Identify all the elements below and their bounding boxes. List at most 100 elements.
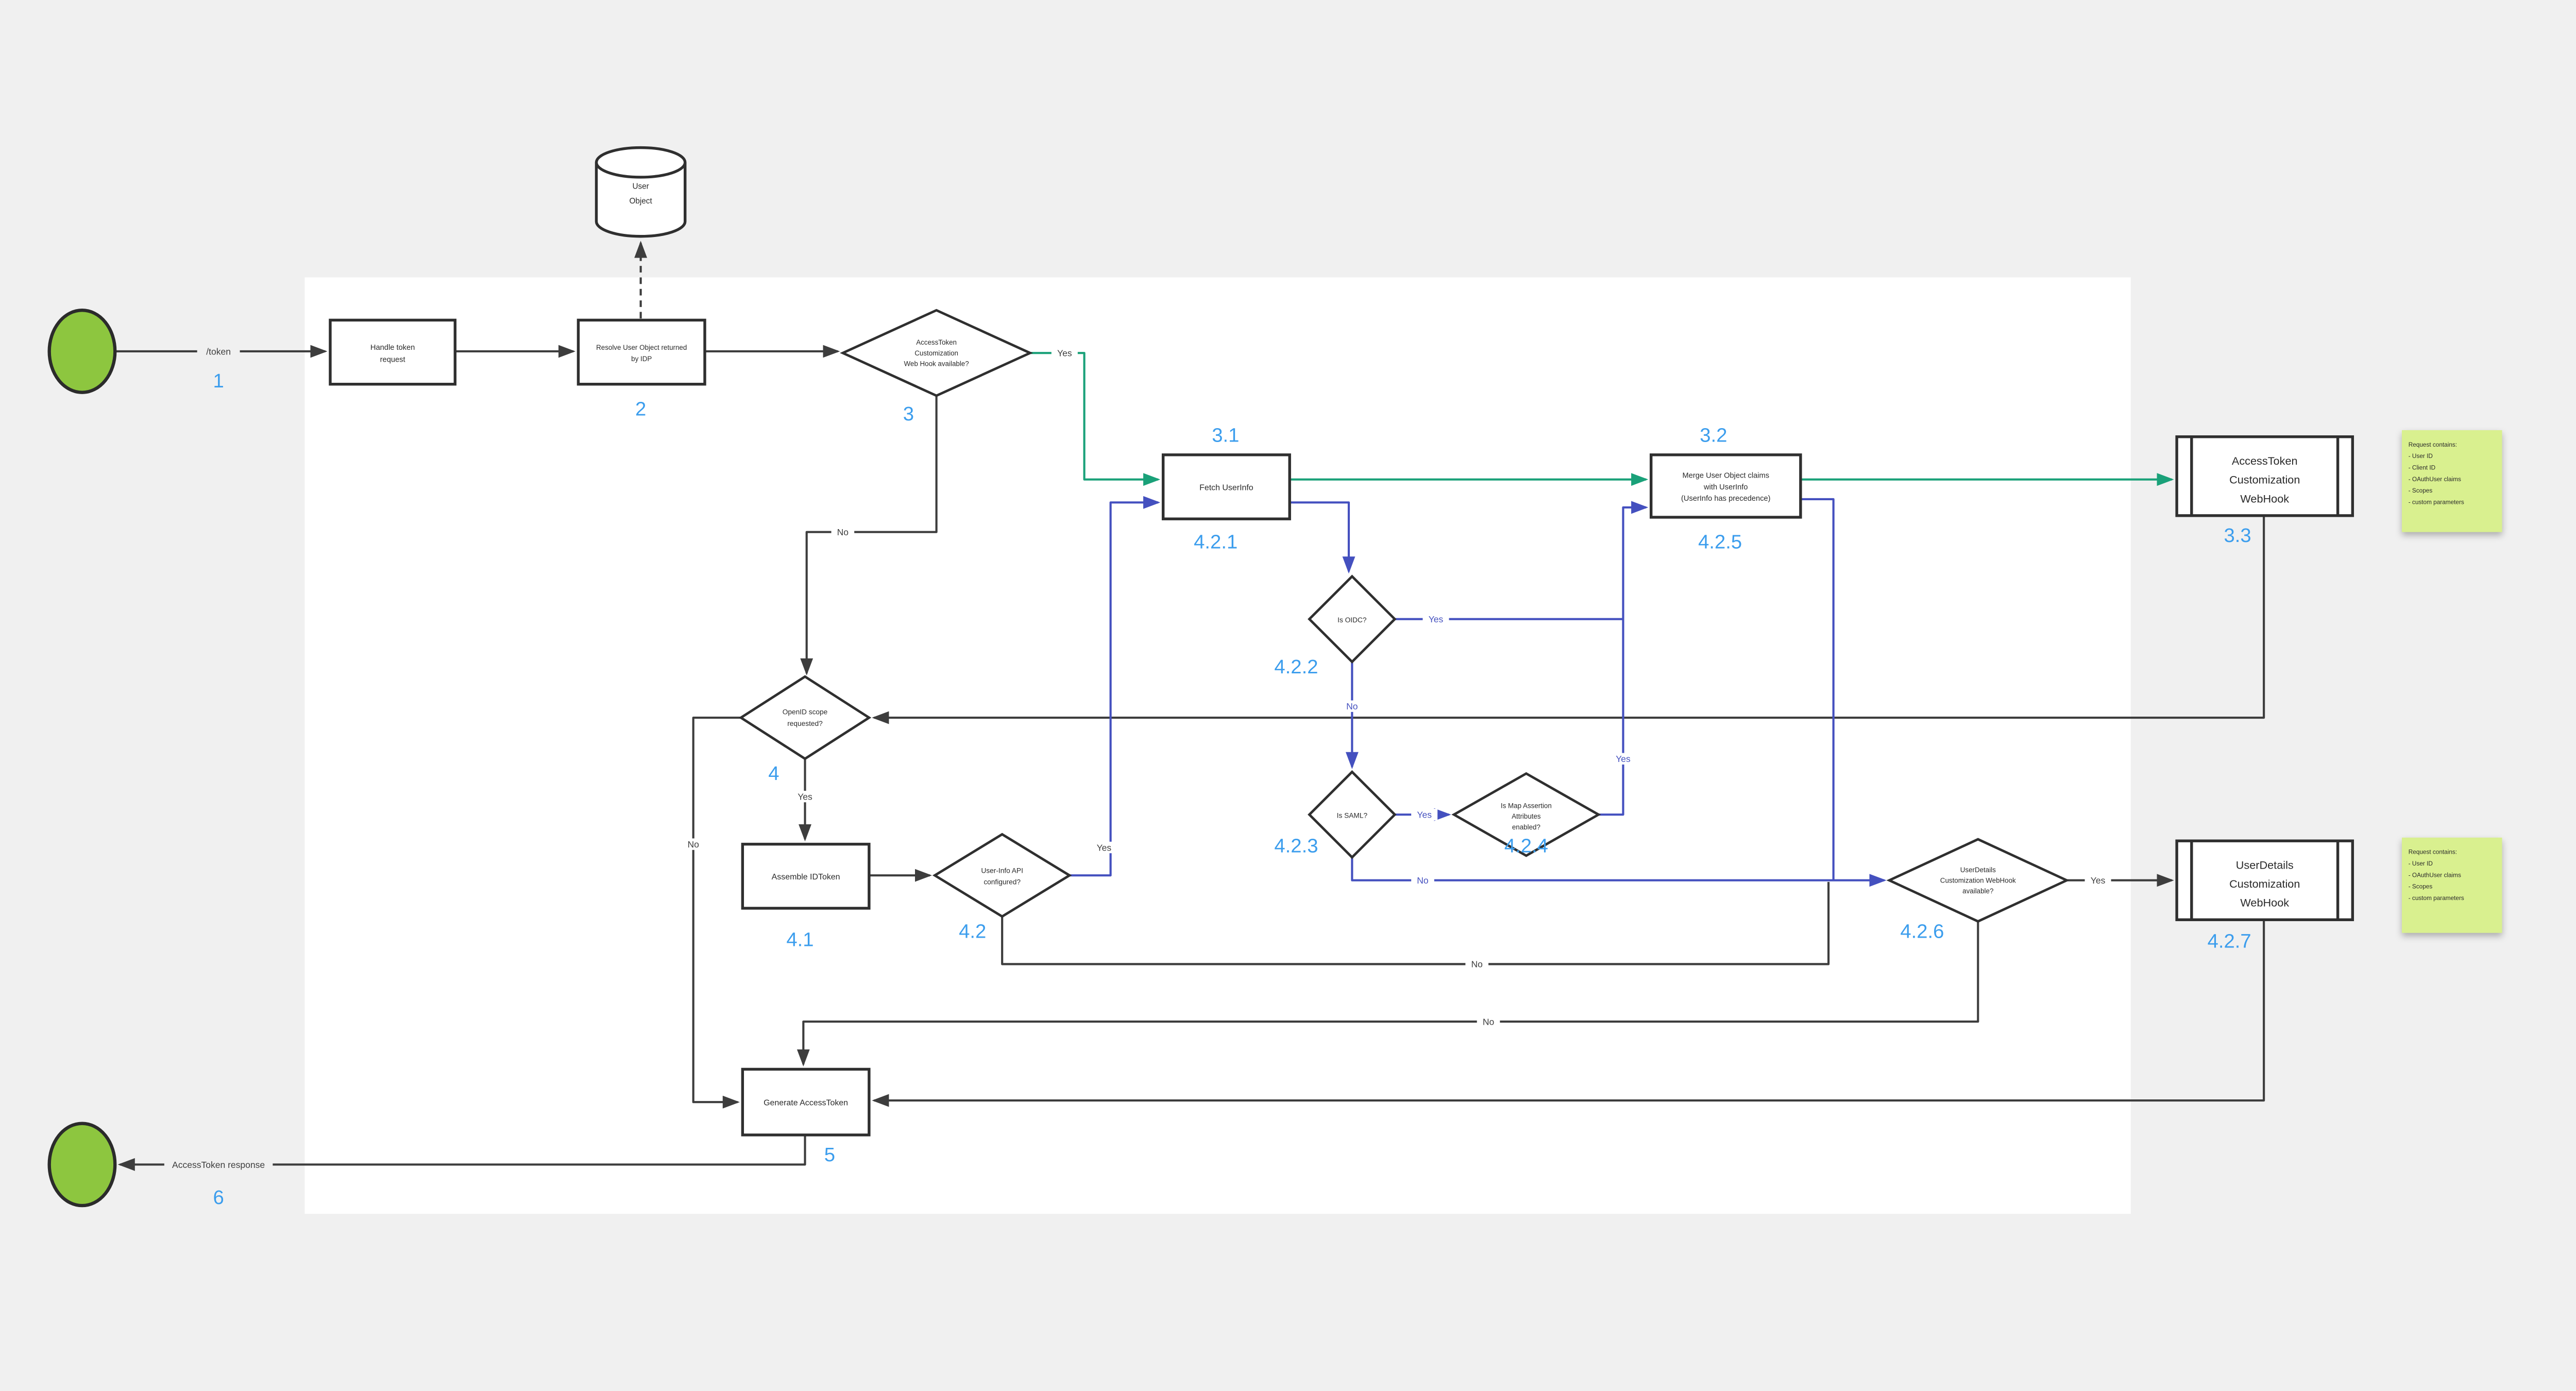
edge-merge-to-userdetails	[1800, 498, 1835, 880]
map-assertion-label: Attributes	[1512, 812, 1541, 820]
openid-scope-label: requested?	[787, 720, 823, 727]
edge-label-no-isoidc: No	[1346, 701, 1358, 711]
sticky-note-paper	[2401, 430, 2502, 532]
merge-claims-label: (UserInfo has precedence)	[1681, 495, 1771, 503]
step-number-4-2-6: 4.2.6	[1900, 920, 1944, 942]
sticky-item: - Scopes	[2409, 884, 2433, 890]
merge-claims-box: Merge User Object claims with UserInfo (…	[1650, 453, 1802, 519]
cylinder-body	[595, 162, 687, 238]
sticky-item: - OAuthUser claims	[2409, 872, 2461, 878]
step-number-4-2-2: 4.2.2	[1274, 656, 1318, 678]
label-backdrop	[1341, 700, 1364, 712]
decision3-label: Web Hook available?	[904, 360, 969, 368]
black-edges	[115, 241, 2265, 1171]
edge-label-yes-decision3: Yes	[1057, 348, 1072, 359]
decision-userinfo-api: User-Info API configured?	[932, 833, 1072, 918]
user-object-datastore: User Object	[595, 146, 687, 238]
sticky-item: - custom parameters	[2409, 895, 2464, 902]
label-backdrop	[164, 1159, 273, 1171]
end-node	[47, 1122, 117, 1208]
user-object-label: User	[632, 182, 649, 191]
userdetails-available-label: Customization WebHook	[1940, 877, 2016, 885]
merge-claims-label: Merge User Object claims	[1683, 471, 1770, 480]
user-object-label: Object	[630, 197, 653, 206]
label-backdrop	[2084, 874, 2111, 886]
accesstoken-customization-webhook-process: AccessToken Customization WebHook	[2175, 435, 2354, 517]
decision3-label: AccessToken	[916, 338, 957, 346]
generate-accesstoken-box: Generate AccessToken	[741, 1067, 871, 1136]
token-edge-label: /token	[206, 346, 231, 357]
edge-issaml-no	[1351, 857, 1887, 887]
fetch-userinfo-box: Fetch UserInfo	[1161, 453, 1291, 520]
openid-scope-label: OpenID scope	[783, 708, 828, 716]
decision-is-saml: Is SAML?	[1308, 770, 1397, 859]
handle-token-label: Handle token	[370, 344, 415, 352]
label-backdrop	[831, 526, 855, 538]
label-backdrop	[1091, 841, 1117, 854]
step-number-3-3: 3.3	[2224, 524, 2251, 547]
handle-token-request-box: Handle token request	[329, 318, 457, 386]
edge-label-yes-issaml: Yes	[1417, 810, 1432, 820]
resolve-user-object-box: Resolve User Object returned by IDP	[577, 318, 706, 386]
decision-accesstoken-webhook-available: AccessToken Customization Web Hook avail…	[840, 309, 1033, 397]
edge-label-yes-openid: Yes	[798, 791, 812, 802]
step-number-6: 6	[213, 1186, 224, 1209]
edge-label-no-decision3: No	[837, 527, 849, 537]
decision3-label: Customization	[914, 349, 958, 357]
userdetails-available-label: available?	[1962, 887, 1993, 895]
label-backdrop	[1411, 874, 1434, 886]
decision-openid-scope: OpenID scope requested?	[738, 675, 872, 760]
edge-userinfoapi-no	[1001, 881, 1830, 965]
sticky-item: - Scopes	[2409, 487, 2433, 494]
userdetails-available-label: UserDetails	[1960, 866, 1996, 874]
label-backdrop	[1422, 613, 1449, 625]
is-oidc-label: Is OIDC?	[1337, 616, 1367, 624]
assemble-idtoken-box: Assemble IDToken	[741, 842, 871, 910]
step-number-4-2-5: 4.2.5	[1698, 531, 1742, 553]
handle-token-label: request	[380, 356, 405, 364]
decision-is-oidc: Is OIDC?	[1308, 574, 1397, 664]
edge-label-yes-mapassertion: Yes	[1616, 754, 1631, 764]
edge-labels: /token AccessToken response Yes No Yes N…	[164, 345, 2111, 1171]
userdetails-webhook-label: WebHook	[2240, 896, 2289, 909]
label-backdrop	[682, 838, 705, 850]
label-backdrop	[197, 345, 240, 358]
userdetails-webhook-label: UserDetails	[2236, 858, 2294, 871]
step-number-3-2: 3.2	[1700, 424, 1727, 446]
edge-decision3-no	[800, 396, 938, 676]
sticky-item: - OAuthUser claims	[2409, 476, 2461, 483]
start-node	[47, 309, 117, 394]
merge-claims-label: with UserInfo	[1703, 483, 1748, 491]
map-assertion-label: enabled?	[1512, 823, 1540, 831]
step-number-4-2-7: 4.2.7	[2208, 930, 2251, 952]
step-number-4-2-1: 4.2.1	[1194, 531, 1238, 553]
sticky-item: - User ID	[2409, 860, 2433, 867]
step-number-5: 5	[824, 1144, 835, 1166]
step-number-2: 2	[635, 398, 646, 420]
edge-label-yes-isoidc: Yes	[1429, 614, 1444, 624]
accesstoken-webhook-label: WebHook	[2240, 492, 2289, 505]
label-backdrop	[1051, 347, 1078, 359]
sticky-item: - custom parameters	[2409, 499, 2464, 506]
edge-label-no-userinfoapi: No	[1471, 959, 1483, 970]
resolve-user-label: by IDP	[631, 355, 652, 363]
sticky-item: - Client ID	[2409, 465, 2435, 471]
edge-label-yes-userinfoapi: Yes	[1097, 842, 1112, 853]
is-saml-label: Is SAML?	[1337, 812, 1368, 820]
label-backdrop	[1477, 1015, 1500, 1028]
edge-label-no-openid: No	[687, 839, 699, 850]
edge-fetch-to-isoidc	[1290, 501, 1355, 574]
userdetails-customization-webhook-process: UserDetails Customization WebHook	[2175, 839, 2354, 921]
fetch-userinfo-label: Fetch UserInfo	[1199, 483, 1253, 492]
step-number-1: 1	[213, 370, 224, 392]
edge-webhook427-to-generate	[872, 920, 2265, 1107]
step-number-4-2-4: 4.2.4	[1504, 835, 1548, 857]
sticky-note-paper	[2401, 837, 2502, 933]
edge-label-no-issaml: No	[1417, 875, 1428, 886]
edge-webhook33-to-openid	[872, 515, 2265, 724]
sticky-note-accesstoken-request: Request contains: - User ID - Client ID …	[2401, 430, 2502, 532]
userinfo-api-label: configured?	[984, 878, 1021, 886]
response-edge-label: AccessToken response	[172, 1160, 265, 1170]
step-number-3-1: 3.1	[1212, 424, 1239, 446]
